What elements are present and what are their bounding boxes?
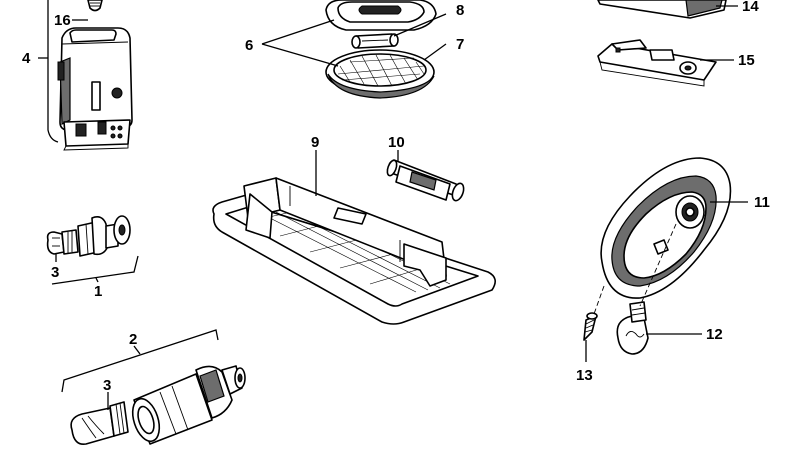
- part-13-screw: [583, 312, 598, 341]
- part-2-socket-lower: [131, 365, 246, 445]
- part-16-bulb: [87, 0, 103, 12]
- callout-13: 13: [576, 367, 593, 384]
- callout-6: 6: [245, 37, 253, 54]
- callout-4: 4: [22, 50, 31, 67]
- part-15-lamp-base: [597, 39, 717, 87]
- part-11-reflector-housing: [600, 157, 732, 299]
- callout-1: 1: [94, 283, 102, 300]
- callout-14: 14: [742, 0, 759, 15]
- bracket-1: [51, 255, 139, 285]
- part-14-housing: [597, 0, 727, 19]
- callout-8: 8: [456, 2, 464, 19]
- callout-9: 9: [311, 134, 319, 151]
- callout-7: 7: [456, 36, 464, 53]
- callout-12: 12: [706, 326, 723, 343]
- assembly-line-bulb: [639, 223, 677, 307]
- part-12-bulb: [616, 301, 649, 355]
- callout-11: 11: [754, 194, 770, 211]
- part-10-festoon-bulb: [386, 159, 465, 202]
- part-8-festoon-bulb: [351, 33, 399, 49]
- part-6-lamp-lens: [325, 0, 437, 31]
- part-1-socket-upper: [77, 215, 131, 257]
- bracket-2: [61, 329, 219, 393]
- part-9-lamp-tray: [212, 177, 496, 325]
- part-3-bulb-upper: [46, 229, 79, 255]
- callout-3-lower: 3: [103, 377, 111, 394]
- callout-10: 10: [388, 134, 405, 151]
- assembly-line-screw: [593, 285, 605, 315]
- callout-3-upper: 3: [51, 264, 59, 281]
- bracket-4: [38, 0, 59, 143]
- part-7-diffuser: [325, 49, 435, 99]
- callout-15: 15: [738, 52, 755, 69]
- callout-2: 2: [129, 331, 137, 348]
- callout-16: 16: [54, 12, 71, 29]
- leaders-6-7-8: [261, 13, 447, 67]
- part-3-bulb-lower: [70, 401, 129, 446]
- part-4-switch-housing: [57, 27, 133, 151]
